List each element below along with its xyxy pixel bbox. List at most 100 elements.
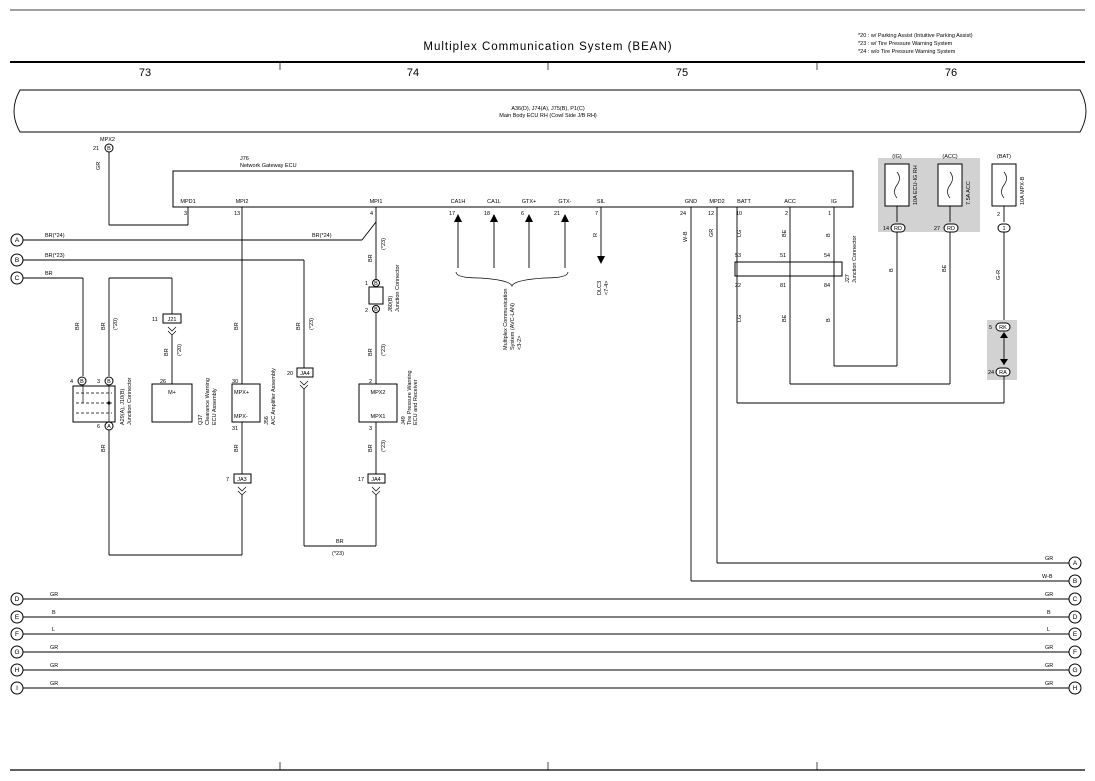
pin-num: 1	[828, 211, 831, 217]
terminal-code: B	[1073, 578, 1077, 585]
pin-name: SIL	[597, 199, 605, 205]
pin-num: 31	[232, 426, 238, 432]
terminal-code: A	[1073, 560, 1078, 567]
wire-color: (*23)	[309, 318, 315, 330]
wire-label: BR(*23)	[45, 253, 65, 259]
terminal-right	[1068, 592, 1082, 606]
wire-color: (*20)	[113, 318, 119, 330]
wire-label: BR(*24)	[312, 233, 332, 239]
pin-num: 6	[521, 211, 524, 217]
conn-pin: 5	[989, 325, 992, 331]
diagram-title: Multiplex Communication System (BEAN)	[423, 41, 672, 53]
terminal-left	[10, 645, 24, 659]
component-name: J27	[845, 274, 851, 283]
pin-name: M+	[168, 390, 176, 396]
fuse-conn-code: 1	[1002, 226, 1005, 232]
terminal-code: F	[1073, 649, 1077, 656]
pin-name: MPX-	[234, 414, 248, 420]
pin-num: 3	[184, 211, 187, 217]
dlc3-name: DLC3	[597, 281, 603, 295]
wire-color: BR	[75, 322, 81, 330]
jb-pin: 4	[70, 379, 73, 385]
pin-num: 4	[370, 211, 373, 217]
wire-label: GR	[1045, 592, 1053, 598]
pin-num: 18	[484, 211, 490, 217]
wire-label: BR(*24)	[45, 233, 65, 239]
wire-label: GR	[50, 645, 58, 651]
avc-lan-arrows	[454, 214, 569, 288]
note-20: *20 : w/ Parking Assist (Intuitive Parki…	[858, 33, 973, 39]
splice-dot	[107, 401, 111, 405]
wire-label: B	[1047, 610, 1051, 616]
wire-label: GR	[50, 663, 58, 669]
pin-name: MPX+	[234, 390, 249, 396]
terminal-left	[10, 663, 24, 677]
j27-pin: 84	[824, 283, 830, 289]
terminal-right	[1068, 681, 1082, 695]
j49-tire-pressure-ecu	[358, 383, 398, 423]
arrow-head	[525, 214, 533, 222]
ja4-top-connector	[296, 367, 314, 378]
terminal-left	[10, 610, 24, 624]
wire-label: L	[52, 627, 55, 633]
arrow-head	[561, 214, 569, 222]
jb-pin: 3	[97, 379, 100, 385]
fuse-pin: 14	[883, 226, 889, 232]
wire-color: GR	[709, 229, 715, 237]
conn-pin: 7	[226, 477, 229, 483]
main-ecu-connectors: A36(D), J74(A), J75(B), P1(C)	[511, 106, 585, 112]
component-desc: Junction Connector	[127, 377, 133, 425]
wire-color: (*23)	[381, 344, 387, 356]
pin-name: MPI1	[370, 199, 383, 205]
column-number: 74	[407, 67, 419, 79]
pin-num: 7	[595, 211, 598, 217]
conn-pin: 17	[358, 477, 364, 483]
terminal-code: D	[15, 596, 20, 603]
fuse-element	[947, 171, 953, 199]
note-23: *23 : w/ Tire Pressure Warning System	[858, 41, 953, 47]
fuse-element	[1001, 171, 1007, 199]
pin-name: CA1H	[451, 199, 466, 205]
bus-lines: D GR GR C E B B D F L L E G GR GR F H GR…	[10, 592, 1082, 695]
arrow-head	[1000, 332, 1008, 338]
wire-color: B	[826, 318, 832, 322]
wire-label: GR	[1045, 663, 1053, 669]
pin-name: BATT	[737, 199, 751, 205]
jb-pin: 6	[97, 424, 100, 430]
pin-num: 26	[160, 379, 166, 385]
component-desc: Tire Pressure Warning	[407, 370, 413, 425]
mcs-ref: <3-2>	[517, 336, 523, 350]
gateway-ref: J76	[240, 156, 249, 162]
pin-name: MPX2	[371, 390, 386, 396]
j80-pin: 1	[365, 281, 368, 287]
wire-label: BR	[45, 271, 53, 277]
wire-color: BR	[368, 348, 374, 356]
wire-color: BR	[234, 444, 240, 452]
terminal-a-right	[1068, 556, 1082, 570]
pin-num: 12	[708, 211, 714, 217]
arrow-head	[1000, 359, 1008, 365]
pin-num: 2	[369, 379, 372, 385]
component-name: J49	[401, 416, 407, 425]
pin-num: 13	[234, 211, 240, 217]
jb-internal	[76, 392, 112, 414]
mpx2-conn-code: B	[107, 146, 111, 152]
terminal-code: H	[1073, 685, 1078, 692]
pin-name: MPD2	[709, 199, 724, 205]
conn-pin: 11	[152, 317, 158, 323]
conn-code: JA4	[300, 371, 309, 377]
component-name: A29(A), J10(B)	[120, 388, 126, 425]
mcs-label: Multiplex Communication	[503, 289, 509, 350]
wire-label: B	[52, 610, 56, 616]
pin-num: 3	[369, 426, 372, 432]
wire-color: (*23)	[332, 551, 344, 557]
terminal-code: C	[15, 275, 20, 282]
terminal-code: D	[1073, 614, 1078, 621]
terminal-right	[1068, 645, 1082, 659]
terminal-code: C	[1073, 596, 1078, 603]
terminal-b-right	[1068, 574, 1082, 588]
wire-color: LG	[737, 315, 743, 322]
conn-pin: 20	[287, 371, 293, 377]
wire-label: W-B	[1042, 574, 1053, 580]
